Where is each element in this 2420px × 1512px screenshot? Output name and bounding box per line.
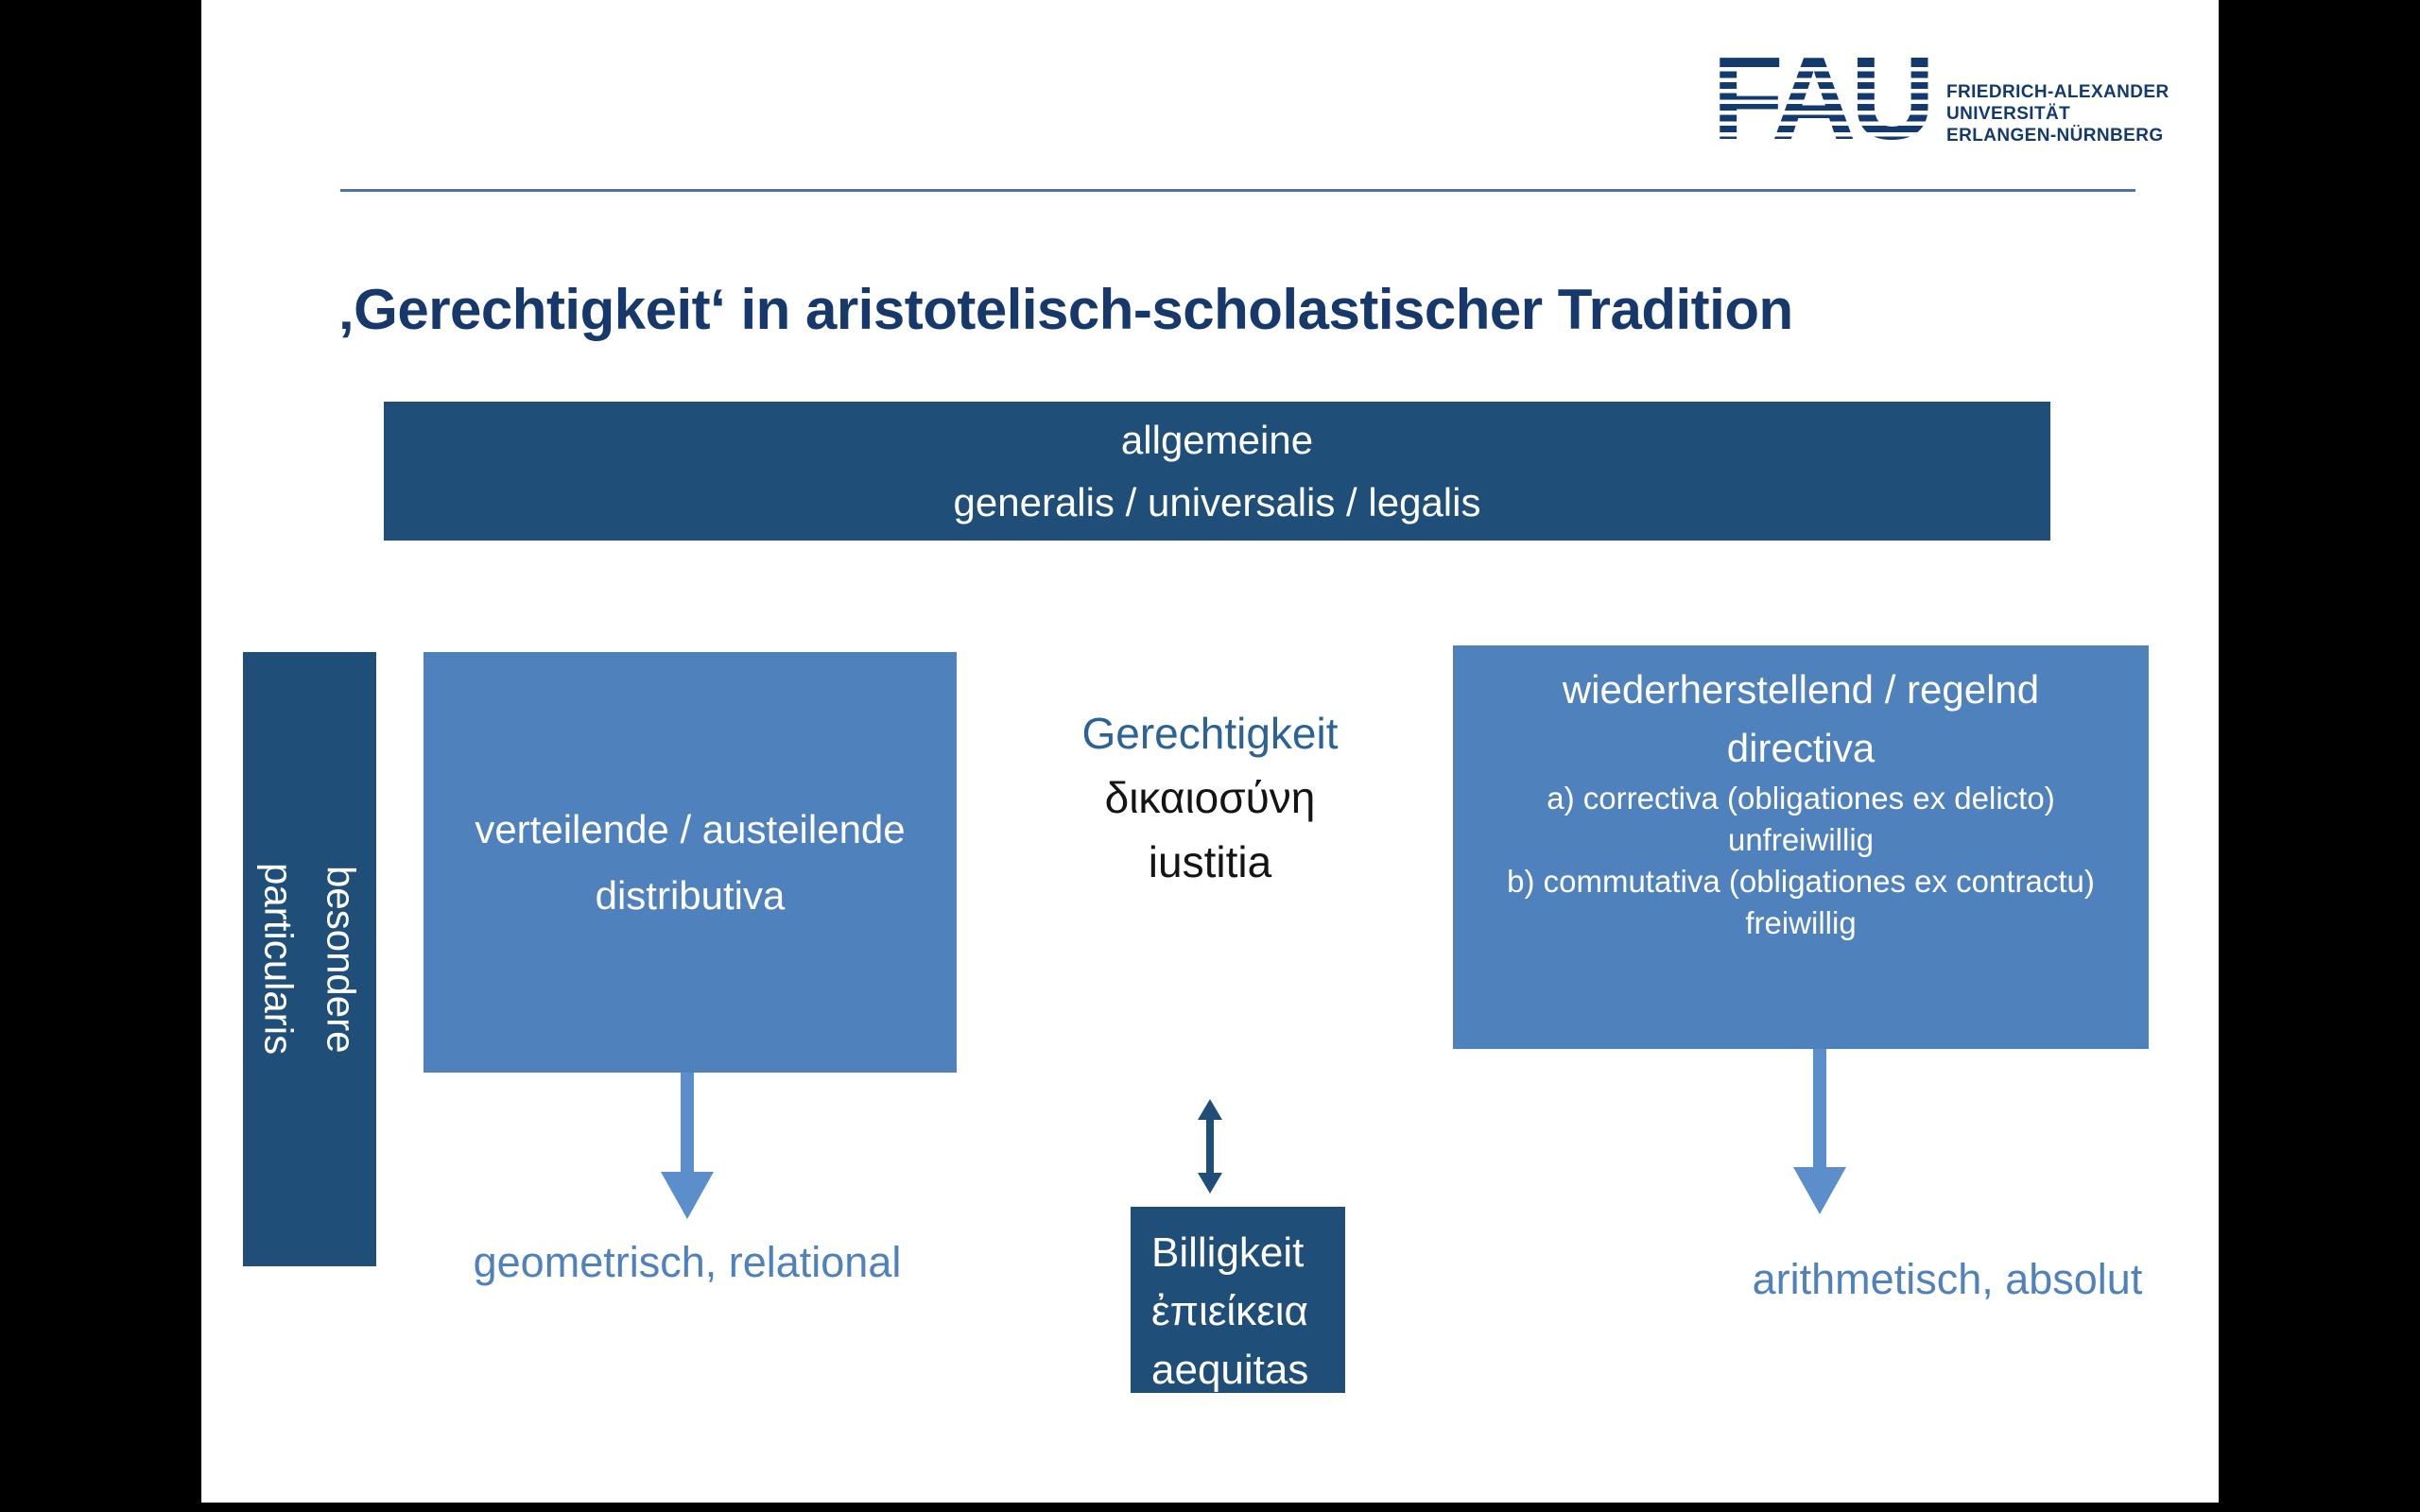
right-caption: arithmetisch, absolut — [1752, 1255, 2143, 1303]
presentation-slide: FAU FRIEDRICH-ALEXANDER UNIVERSITÄT ERLA… — [201, 0, 2219, 1503]
fau-name-line-1: FRIEDRICH-ALEXANDER — [1946, 82, 2169, 102]
corrective-box-item-a: a) correctiva (obligationes ex delicto) — [1547, 781, 2055, 816]
particular-justice-bar: besondere particularis — [243, 652, 376, 1266]
fau-logo-stripes-overlay — [1712, 60, 1931, 151]
center-term-german: Gerechtigkeit — [1081, 709, 1339, 758]
down-arrow-left — [661, 1073, 714, 1219]
corrective-box-line1: wiederherstellend / regelnd — [1562, 667, 2040, 712]
fau-name-line-3: ERLANGEN-NÜRNBERG — [1946, 126, 2164, 146]
left-caption: geometrisch, relational — [473, 1238, 902, 1286]
corrective-box-item-b: b) commutativa (obligationes ex contract… — [1507, 864, 2095, 899]
equity-box-greek: ἐπιείκεια — [1151, 1288, 1308, 1334]
double-headed-arrow — [1198, 1099, 1222, 1194]
particular-bar-line2: particularis — [256, 863, 302, 1056]
general-justice-box: allgemeine generalis / universalis / leg… — [384, 402, 2050, 541]
distributive-box-line1: verteilende / austeilende — [475, 806, 906, 851]
center-term-latin: iustitia — [1148, 837, 1272, 886]
general-box-line2: generalis / universalis / legalis — [953, 479, 1481, 524]
header-divider-rule — [340, 189, 2135, 192]
down-arrow-right — [1793, 1049, 1846, 1214]
fau-name-line-2: UNIVERSITÄT — [1946, 104, 2071, 124]
fau-logo-name: FRIEDRICH-ALEXANDER UNIVERSITÄT ERLANGEN… — [1946, 53, 2169, 151]
equity-box: Billigkeit ἐπιείκεια aequitas — [1131, 1207, 1345, 1393]
distributive-box-line2: distributiva — [595, 872, 786, 918]
corrective-box-line2: directiva — [1726, 726, 1876, 770]
center-terms-group: Gerechtigkeit δικαιοσύνη iustitia — [974, 701, 1446, 894]
particular-bar-line1: besondere — [319, 865, 364, 1054]
equity-box-latin: aequitas — [1151, 1347, 1309, 1393]
equity-box-german: Billigkeit — [1151, 1229, 1305, 1276]
corrective-box-item-a-sub: unfreiwillig — [1727, 822, 1875, 857]
fau-logo-letters: FAU — [1712, 41, 1935, 158]
distributive-justice-box: verteilende / austeilende distributiva — [424, 652, 957, 1073]
slide-title: ‚Gerechtigkeit‘ in aristotelisch-scholas… — [338, 278, 1793, 341]
center-term-greek: δικαιοσύνη — [1104, 773, 1316, 822]
fau-logo: FAU FRIEDRICH-ALEXANDER UNIVERSITÄT ERLA… — [1712, 41, 2169, 158]
general-box-line1: allgemeine — [1120, 417, 1314, 462]
corrective-box-item-b-sub: freiwillig — [1745, 905, 1857, 940]
corrective-justice-box: wiederherstellend / regelnd directiva a)… — [1453, 645, 2149, 1049]
particular-bar-label: besondere particularis — [248, 863, 372, 1055]
